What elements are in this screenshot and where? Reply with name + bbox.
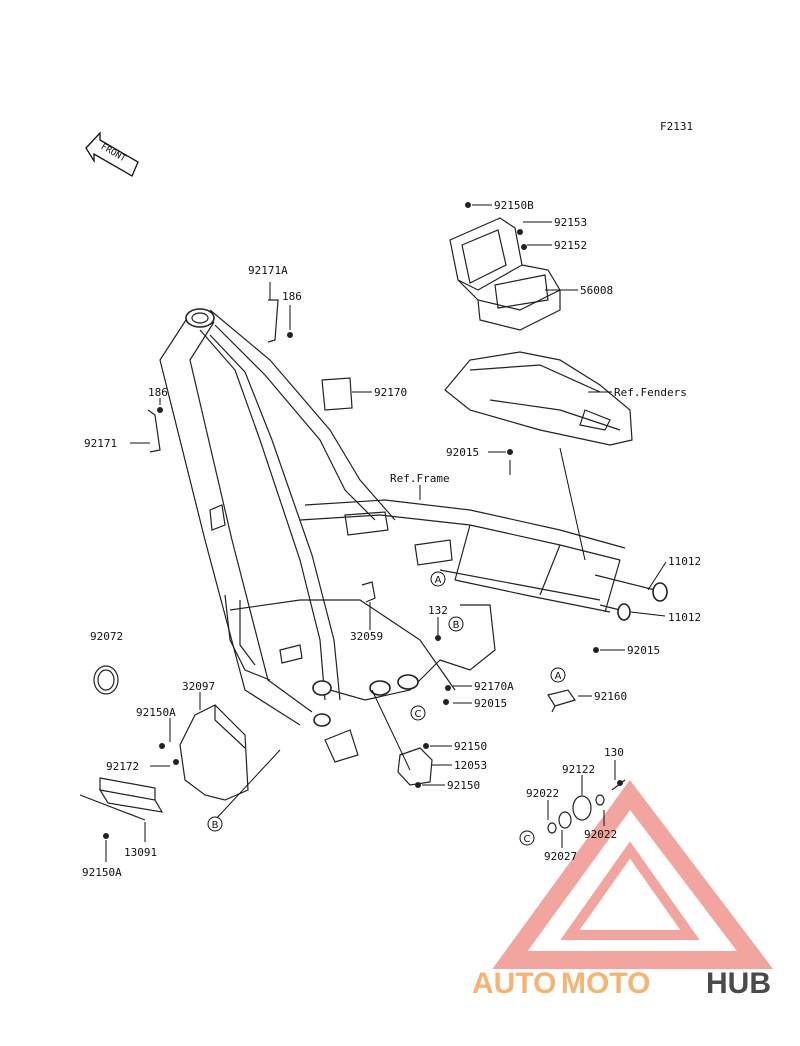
part-labels: 92150B 92153 92152 56008 92171A 186 9217… xyxy=(82,199,701,879)
leader-lines xyxy=(105,204,667,862)
rod-parts xyxy=(147,299,353,453)
svg-text:B: B xyxy=(212,820,219,831)
label-92015-top: 92015 xyxy=(446,446,479,459)
watermark-logo xyxy=(492,779,774,969)
label-ref-frame: Ref.Frame xyxy=(390,472,450,485)
label-92153: 92153 xyxy=(554,216,587,229)
collar-set-part xyxy=(547,779,626,834)
label-32059: 32059 xyxy=(350,630,383,643)
label-92170: 92170 xyxy=(374,386,407,399)
label-92150-bottom: 92150 xyxy=(447,779,480,792)
callout-b-frame: B xyxy=(448,616,464,632)
label-186-top: 186 xyxy=(282,290,302,303)
callout-a-part: A xyxy=(550,667,566,683)
label-11012-top: 11012 xyxy=(668,555,701,568)
label-92160: 92160 xyxy=(594,690,627,703)
label-92015-right: 92015 xyxy=(627,644,660,657)
stopper-92160-part xyxy=(547,689,576,713)
label-92022-right: 92022 xyxy=(584,828,617,841)
svg-text:A: A xyxy=(555,671,562,682)
svg-text:HUB: HUB xyxy=(706,967,771,1000)
svg-text:A: A xyxy=(435,575,442,586)
label-92027: 92027 xyxy=(544,850,577,863)
label-132: 132 xyxy=(428,604,448,617)
label-92152: 92152 xyxy=(554,239,587,252)
label-92015-center: 92015 xyxy=(474,697,507,710)
watermark-text: AUTO MOTO HUB xyxy=(472,967,771,1000)
label-92122: 92122 xyxy=(562,763,595,776)
figure-code: F2131 xyxy=(660,120,693,133)
label-92072: 92072 xyxy=(90,630,123,643)
label-12053: 12053 xyxy=(454,759,487,772)
callout-b-part: B xyxy=(207,816,223,832)
rear-fender-part xyxy=(444,351,633,446)
plate-13091-part xyxy=(79,777,164,821)
label-92150B: 92150B xyxy=(494,199,534,212)
label-130: 130 xyxy=(604,746,624,759)
label-13091: 13091 xyxy=(124,846,157,859)
label-186-left: 186 xyxy=(148,386,168,399)
label-92150A-bottom: 92150A xyxy=(82,866,122,879)
svg-text:C: C xyxy=(415,709,422,720)
label-11012-bottom: 11012 xyxy=(668,611,701,624)
svg-text:C: C xyxy=(524,834,531,845)
bracket-12053-part xyxy=(397,747,433,786)
label-92150-top: 92150 xyxy=(454,740,487,753)
frame-drawing xyxy=(159,308,668,763)
label-92150A-top: 92150A xyxy=(136,706,176,719)
svg-text:B: B xyxy=(453,620,460,631)
storage-box-part xyxy=(449,217,561,331)
label-ref-fenders: Ref.Fenders xyxy=(614,386,687,399)
callout-c-part: C xyxy=(519,830,535,846)
label-92022-left: 92022 xyxy=(526,787,559,800)
front-arrow-icon: FRONT xyxy=(85,131,139,177)
svg-text:MOTO: MOTO xyxy=(561,967,650,1000)
label-92170A: 92170A xyxy=(474,680,514,693)
label-92172: 92172 xyxy=(106,760,139,773)
hardware-parts xyxy=(103,202,623,839)
svg-text:AUTO: AUTO xyxy=(472,967,556,1000)
clamp-92072-part xyxy=(93,665,119,695)
label-92171A: 92171A xyxy=(248,264,288,277)
label-92171: 92171 xyxy=(84,437,117,450)
label-32097: 32097 xyxy=(182,680,215,693)
callout-a-frame: A xyxy=(430,571,446,587)
side-cover-part xyxy=(179,704,249,801)
callout-c-frame: C xyxy=(410,705,426,721)
label-56008: 56008 xyxy=(580,284,613,297)
